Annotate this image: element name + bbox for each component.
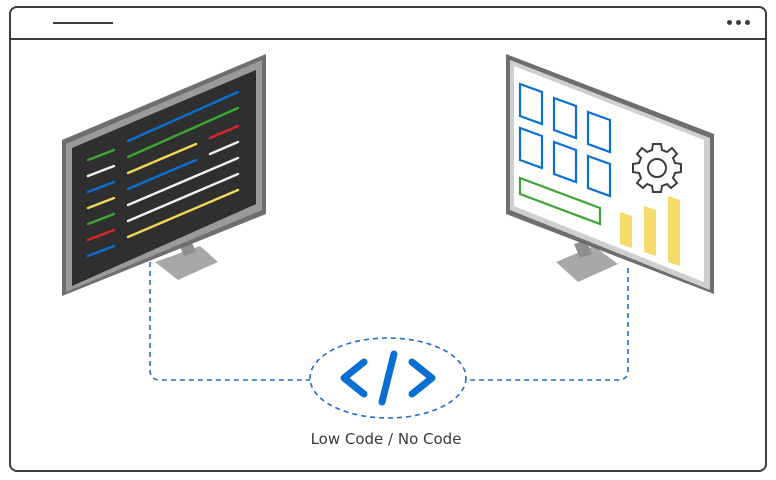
connector-lines — [149, 262, 629, 419]
dashboard-tiles — [518, 82, 612, 198]
window-title-placeholder — [53, 22, 113, 24]
code-editor-monitor — [62, 54, 266, 296]
progress-bar — [518, 176, 602, 226]
left-monitor-stand — [155, 246, 218, 280]
right-monitor-stand — [556, 246, 618, 282]
caption: Low Code / No Code — [310, 430, 462, 448]
dashboard-monitor — [506, 54, 714, 294]
title-bar — [11, 8, 765, 40]
bar-chart — [620, 196, 680, 266]
code-brackets-icon — [340, 350, 436, 406]
left-monitor-screen — [72, 70, 256, 286]
more-dots-icon[interactable] — [727, 20, 751, 28]
gear-icon — [632, 143, 682, 193]
code-lines — [86, 90, 240, 258]
